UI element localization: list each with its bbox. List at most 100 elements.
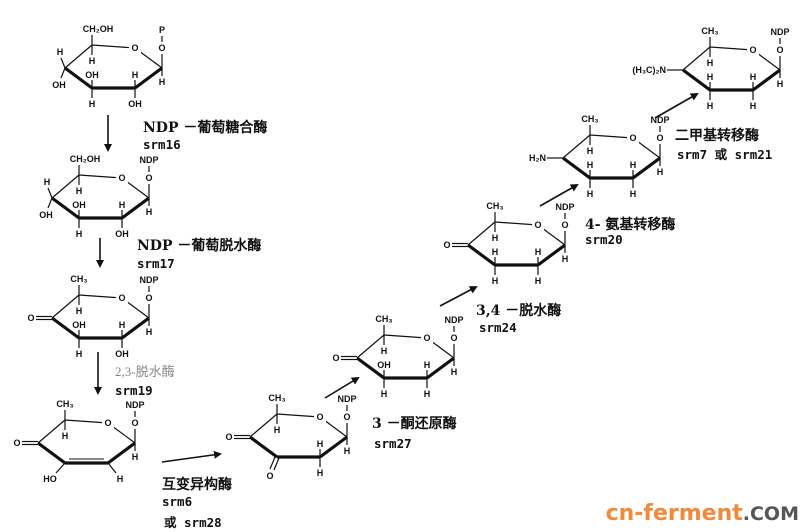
substituent-c5: CH₂OH <box>70 154 101 164</box>
substituent-c1: NDP <box>125 400 144 410</box>
hydrogen-c1: H <box>451 367 458 377</box>
hydrogen-c5: H <box>89 56 96 66</box>
hydrogen-c1: H <box>657 167 664 177</box>
bond-wedge <box>319 435 348 459</box>
substituent-c5: CH₃ <box>56 399 73 409</box>
hydrogen-c1: H <box>146 207 153 217</box>
substituent-c3-up: OH <box>72 200 86 210</box>
glycosidic-oxygen: O <box>656 133 663 143</box>
gene-label-step6: srm24 <box>479 320 517 335</box>
hydroxyl-c3: HO <box>43 474 57 484</box>
bond <box>51 174 80 199</box>
bond <box>78 174 123 179</box>
ring-oxygen: O <box>118 173 125 183</box>
amino-group-c4: (H₃C)₂N <box>632 65 666 75</box>
reaction-arrow-6 <box>439 286 478 307</box>
hydrogen-c3-down: H <box>707 101 714 111</box>
gene-label-step1: srm16 <box>143 137 181 152</box>
hydrogen-c3-down: H <box>381 389 388 399</box>
hydrogen-c2-up: H <box>535 247 542 257</box>
keto-oxygen-c4: O <box>443 240 450 250</box>
gene-label-step2: srm17 <box>137 256 175 271</box>
ring-oxygen: O <box>104 418 111 428</box>
substituent-c1: NDP <box>337 394 356 404</box>
bond-wedge <box>107 441 136 465</box>
hydrogen-c5: H <box>76 186 83 196</box>
reaction-arrow-8 <box>654 93 699 119</box>
substituent-c1: NDP <box>139 155 158 165</box>
keto-oxygen-c4: O <box>225 432 232 442</box>
bond <box>383 334 428 339</box>
watermark-main: cn-ferment <box>605 501 743 526</box>
ring-oxygen-bg <box>129 41 141 53</box>
enzyme-label-step5: 3 －酮还原酶 <box>372 416 457 432</box>
bond-wedge <box>121 316 150 340</box>
hydrogen-c4: H <box>57 47 64 57</box>
hydrogen-c2-up: H <box>750 72 757 82</box>
substituent-c5: CH₂OH <box>83 24 114 34</box>
bond <box>276 413 321 418</box>
substituent-c3-up: H <box>707 72 714 82</box>
bond-wedge <box>121 196 150 220</box>
bond-wedge <box>562 156 591 180</box>
gene-label-step3: srm19 <box>115 383 153 398</box>
hydrogen-c5: H <box>492 233 499 243</box>
substituent-c5: CH₃ <box>486 201 503 211</box>
bond <box>269 456 276 470</box>
substituent-c1: NDP <box>650 115 669 125</box>
substituent-c5: CH₃ <box>375 314 392 324</box>
substituent-c2-down: H <box>424 389 431 399</box>
bond-wedge <box>64 66 93 90</box>
gene-label-step5: srm27 <box>374 436 412 451</box>
bond-wedge <box>682 68 711 92</box>
hydrogen-c3-down: H <box>76 229 83 239</box>
ring-oxygen-bg <box>314 410 326 422</box>
bond <box>51 294 80 319</box>
substituent-c2-down: H <box>317 468 324 478</box>
enzyme-label-step4: 互变异构酶 <box>162 477 232 493</box>
bond <box>47 187 53 199</box>
bond-wedge <box>356 356 385 380</box>
substituent-c2-down: H <box>750 101 757 111</box>
enzyme-label-step2: NDP －葡萄脱水酶 <box>137 238 262 254</box>
ring-oxygen-bg <box>116 291 128 303</box>
substituent-c2-down: OH <box>115 349 129 359</box>
hydrogen-c2-up: H <box>119 320 126 330</box>
substituent-c1: NDP <box>770 27 789 37</box>
reaction-arrow-4 <box>161 450 222 463</box>
hydrogen-c3-down: H <box>492 276 499 286</box>
glycosidic-oxygen: O <box>776 45 783 55</box>
hydrogen-c5: H <box>76 306 83 316</box>
reaction-arrow-7 <box>539 184 579 207</box>
bond-wedge <box>467 243 496 267</box>
glycosidic-oxygen: O <box>561 220 568 230</box>
amino-group-c4: H₂N <box>529 153 546 163</box>
substituent-c3-up: OH <box>85 70 99 80</box>
bond <box>64 44 93 69</box>
substituent-c5: CH₃ <box>581 114 598 124</box>
ring-oxygen: O <box>316 412 323 422</box>
bond <box>55 462 66 474</box>
hydrogen-c3-down: H <box>76 349 83 359</box>
hydrogen-c5: H <box>381 346 388 356</box>
enzyme-label-step7: 4- 氨基转移酶 <box>585 217 676 233</box>
ring-oxygen-bg <box>116 171 128 183</box>
hydrogen-c1: H <box>344 446 351 456</box>
keto-oxygen-c4: O <box>27 313 34 323</box>
ring-oxygen-bg <box>102 416 114 428</box>
enzyme-label-step3: 2,3-脱水酶 <box>115 364 175 379</box>
substituent-c2-down: H <box>117 474 124 484</box>
hydrogen-c4: H <box>44 177 51 187</box>
bond <box>273 457 280 471</box>
substituent-c1: NDP <box>444 315 463 325</box>
bond <box>709 46 754 51</box>
substituent-c5: CH₃ <box>70 274 87 284</box>
